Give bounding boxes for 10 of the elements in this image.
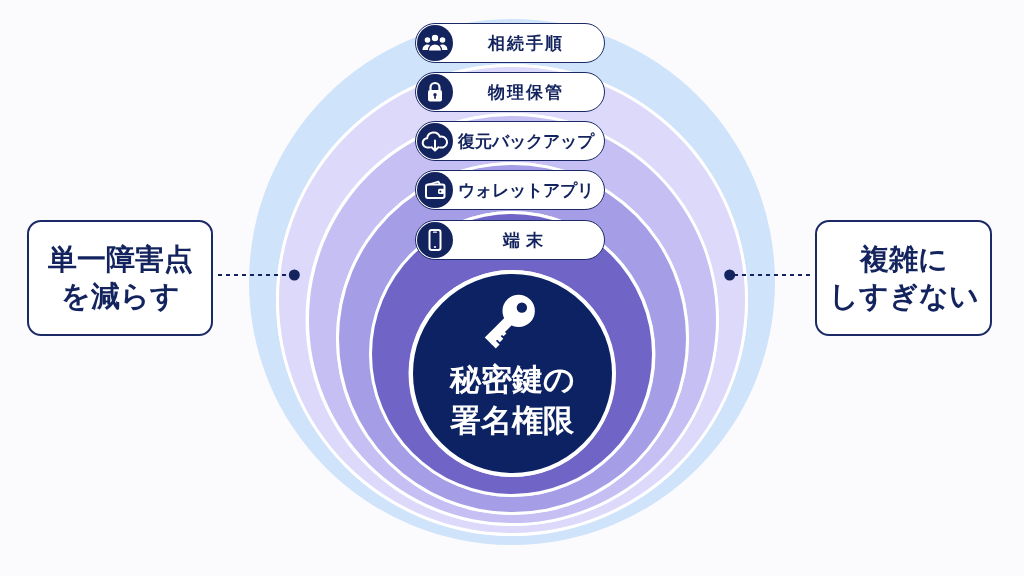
note-box: 単一障害点を減らす [27,220,213,336]
core-label: 秘密鍵の署名権限 [449,361,575,438]
layer-label: ウォレットアプリ [457,180,594,200]
note-box: 複雑にしすぎない [815,220,992,336]
leader-line [724,269,810,281]
layer-label: 相続手順 [487,33,564,53]
layer-label: 物理保管 [487,82,564,102]
leader-line [218,269,300,281]
layer-label: 復元バックアップ [457,131,594,151]
layer-label: 端末 [502,230,549,250]
